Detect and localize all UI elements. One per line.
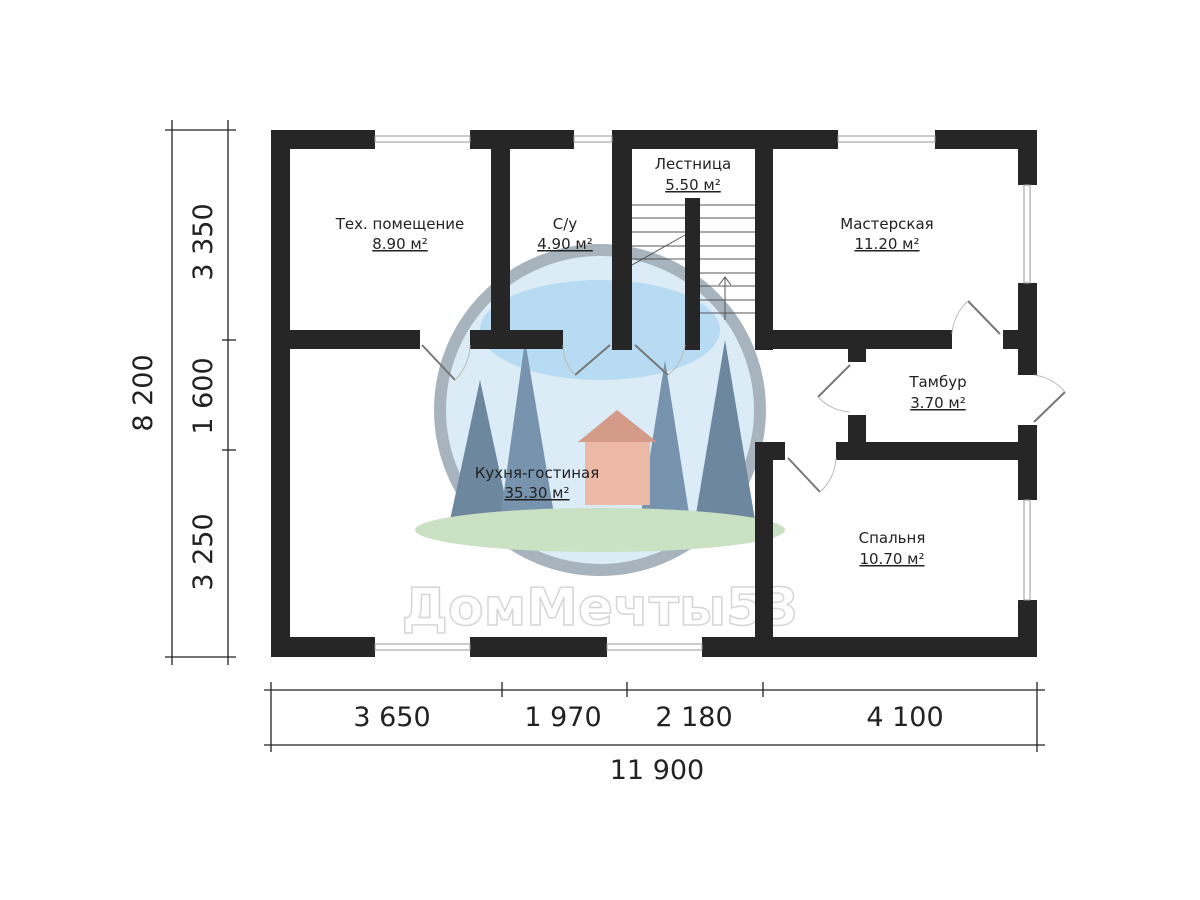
walls: [271, 130, 1037, 657]
room-label-stairs: Лестница 5.50 м²: [655, 155, 731, 194]
svg-text:С/у: С/у: [553, 215, 578, 233]
dimension-height-3: 3 250: [188, 513, 219, 590]
svg-text:10.70 м²: 10.70 м²: [859, 550, 924, 568]
room-label-vestibule: Тамбур 3.70 м²: [908, 373, 966, 412]
windows: [374, 135, 1031, 651]
dimension-height-2: 1 600: [188, 357, 219, 434]
room-label-bathroom: С/у 4.90 м²: [537, 215, 593, 253]
dimension-total-height: 8 200: [128, 354, 159, 431]
svg-text:4.90 м²: 4.90 м²: [537, 235, 593, 253]
svg-text:Тех. помещение: Тех. помещение: [335, 215, 464, 233]
watermark-logo: ДомМечты53: [401, 244, 799, 639]
svg-text:Лестница: Лестница: [655, 155, 731, 173]
svg-text:11.20 м²: 11.20 м²: [854, 235, 919, 253]
dimension-horizontal: 3 650 1 970 2 180 4 100 11 900: [264, 682, 1045, 786]
dimension-height-1: 3 350: [188, 203, 219, 280]
dimension-width-3: 2 180: [655, 702, 732, 733]
doors: [421, 300, 1066, 493]
svg-text:3.70 м²: 3.70 м²: [910, 394, 966, 412]
svg-text:5.50 м²: 5.50 м²: [665, 176, 721, 194]
staircase: [631, 204, 755, 320]
watermark-text: ДомМечты53: [402, 578, 799, 638]
dimension-total-width: 11 900: [610, 755, 704, 786]
svg-text:Тамбур: Тамбур: [908, 373, 966, 391]
room-label-tech: Тех. помещение 8.90 м²: [335, 215, 464, 253]
svg-text:Кухня-гостиная: Кухня-гостиная: [475, 464, 599, 482]
room-label-workshop: Мастерская 11.20 м²: [840, 215, 933, 253]
svg-text:Спальня: Спальня: [859, 529, 926, 547]
dimension-vertical: 8 200 3 350 1 600 3 250: [128, 120, 236, 665]
svg-text:Мастерская: Мастерская: [840, 215, 933, 233]
room-label-kitchen-living: Кухня-гостиная 35.30 м²: [475, 464, 599, 502]
dimension-width-4: 4 100: [866, 702, 943, 733]
dimension-width-2: 1 970: [524, 702, 601, 733]
dimension-width-1: 3 650: [353, 702, 430, 733]
room-label-bedroom: Спальня 10.70 м²: [859, 529, 926, 568]
svg-text:35.30 м²: 35.30 м²: [504, 484, 569, 502]
svg-text:8.90 м²: 8.90 м²: [372, 235, 428, 253]
